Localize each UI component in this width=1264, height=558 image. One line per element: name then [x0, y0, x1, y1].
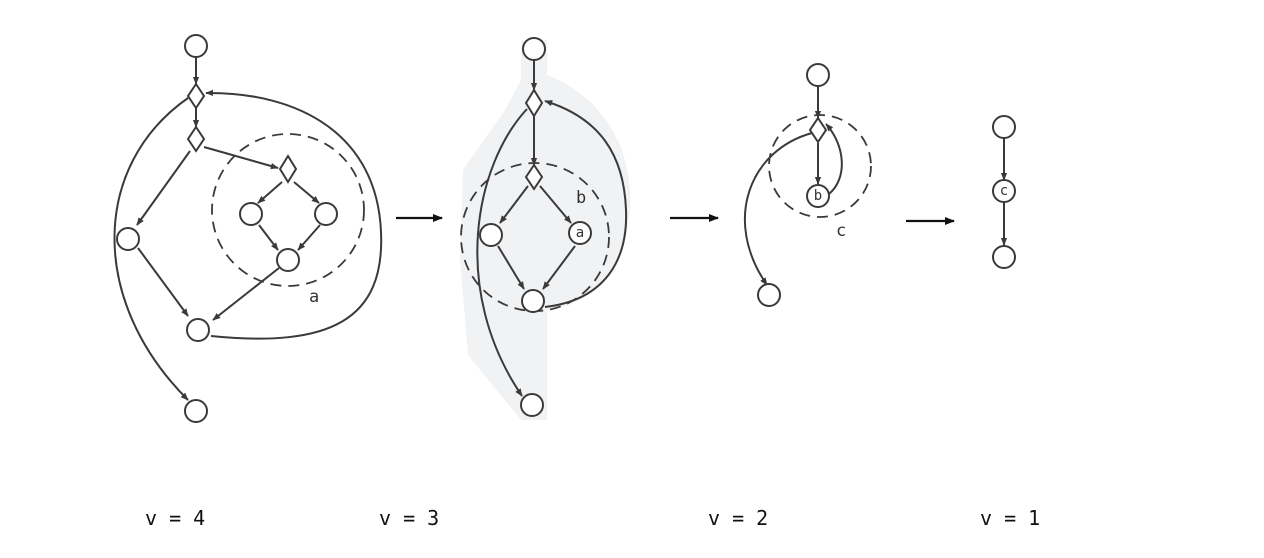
node — [314, 202, 338, 226]
node — [116, 227, 140, 251]
edge — [258, 224, 279, 251]
node — [276, 248, 300, 272]
loop-edge — [825, 123, 843, 195]
edge — [497, 245, 525, 290]
edge — [137, 247, 189, 317]
decision-node — [186, 125, 206, 153]
node — [806, 63, 830, 87]
region-a-boundary — [211, 133, 365, 287]
collapsed-node-b — [806, 184, 830, 208]
graph-v1: c — [992, 115, 1016, 269]
node — [239, 202, 263, 226]
node — [479, 223, 503, 247]
edge — [539, 185, 572, 224]
caption-v2: v = 2 — [708, 506, 769, 530]
exit-edge — [743, 132, 813, 286]
graph-v2: b c — [743, 63, 872, 307]
region-a-label: a — [309, 287, 319, 307]
exit-edge — [476, 108, 528, 397]
node — [522, 37, 546, 61]
region-c-label: c — [836, 221, 846, 241]
edge — [136, 150, 191, 226]
node — [521, 289, 545, 313]
decision-node — [186, 82, 206, 110]
node — [186, 318, 210, 342]
edge — [203, 146, 279, 170]
loop-edge — [544, 100, 628, 308]
region-b-label: b — [576, 188, 586, 208]
caption-v3: v = 3 — [379, 506, 440, 530]
caption-v4: v = 4 — [145, 506, 206, 530]
loop-edge — [205, 89, 383, 340]
node — [992, 245, 1016, 269]
node — [184, 34, 208, 58]
node — [184, 399, 208, 423]
collapsed-node-c-label: c — [1000, 183, 1008, 199]
edge — [293, 181, 320, 204]
shaded-region — [460, 40, 631, 420]
edge — [499, 185, 529, 224]
decision-node — [524, 163, 544, 191]
node — [520, 393, 544, 417]
edge — [542, 245, 576, 290]
decision-node — [524, 88, 544, 118]
collapsed-node-b-label: b — [814, 188, 822, 204]
node — [757, 283, 781, 307]
caption-v1: v = 1 — [980, 506, 1041, 530]
graph-v4: a — [113, 34, 383, 423]
collapsed-node-c — [992, 179, 1016, 203]
exit-edge — [113, 97, 189, 401]
edge — [297, 224, 321, 251]
collapsed-node-a-label: a — [576, 225, 584, 241]
decision-node — [278, 154, 298, 184]
edge — [212, 267, 280, 321]
edge — [257, 181, 283, 204]
graph-v3: a b — [460, 37, 631, 420]
node — [992, 115, 1016, 139]
collapsed-node-a — [568, 221, 592, 245]
decision-node — [808, 116, 828, 144]
